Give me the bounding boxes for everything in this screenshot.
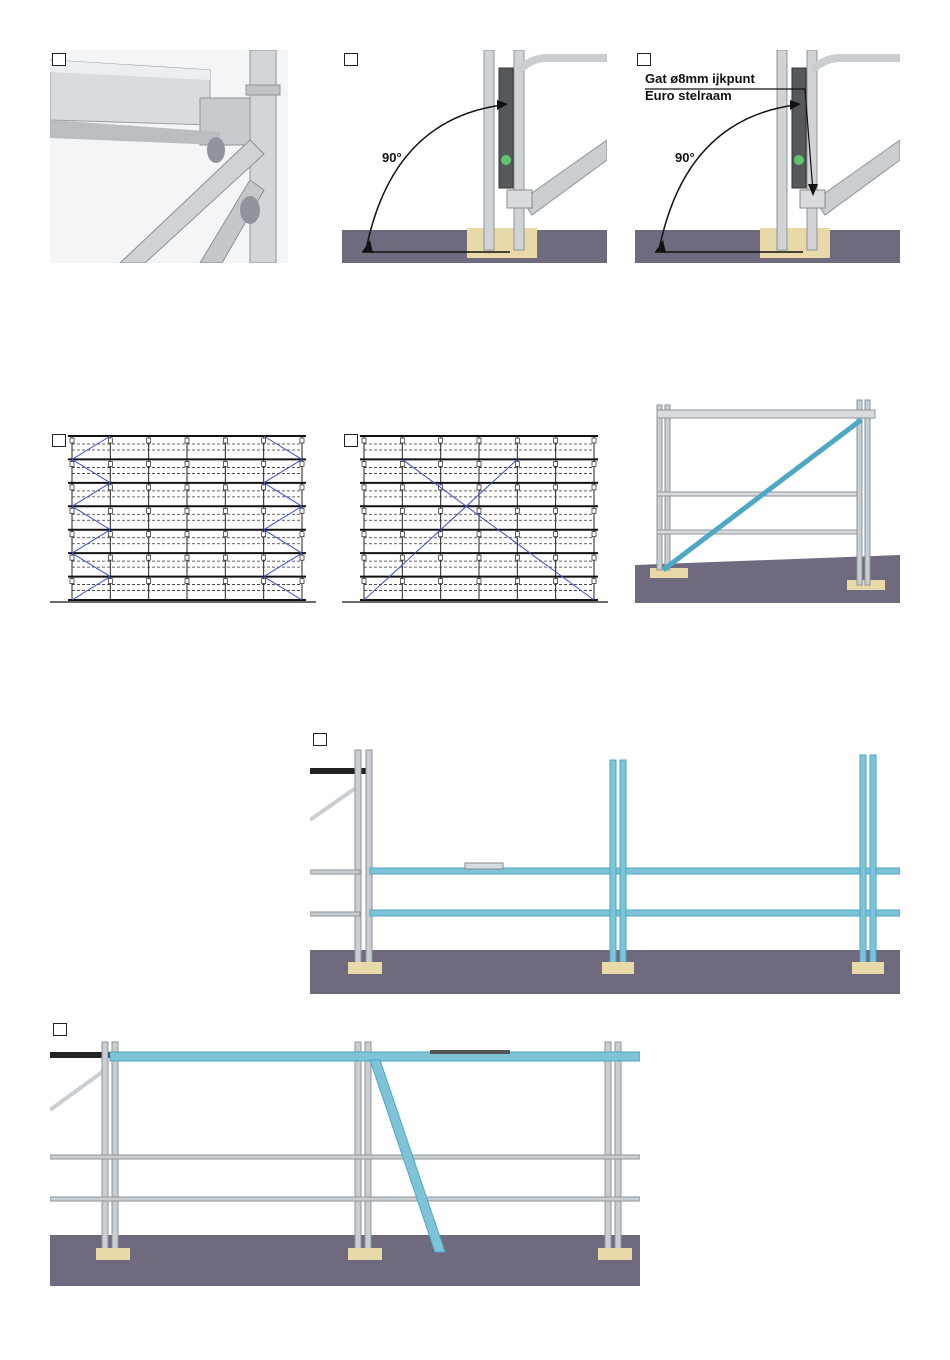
panel-marker xyxy=(313,733,327,746)
bracing-pattern-a-panel xyxy=(50,428,316,606)
level-check-panel: 90° xyxy=(342,50,607,263)
frame-with-diagonal-panel xyxy=(635,390,900,603)
panel-marker xyxy=(52,434,66,447)
callout-line-1: Gat ø8mm ijkpunt xyxy=(645,71,755,86)
panel-marker xyxy=(344,53,358,66)
callout-line-2: Euro stelraam xyxy=(645,88,732,103)
level-check-illustration: 90° xyxy=(342,50,607,263)
frames-with-ledgers-illustration xyxy=(310,730,900,994)
coupler-detail-illustration xyxy=(50,50,288,263)
spirit-level-icon xyxy=(501,155,511,165)
panel-marker xyxy=(52,53,66,66)
reference-hole-illustration: 90° Gat ø8mm ijkpunt Euro stelraam xyxy=(635,50,900,263)
panel-marker xyxy=(637,53,651,66)
angle-label: 90° xyxy=(675,150,695,165)
angle-label: 90° xyxy=(382,150,402,165)
panel-marker xyxy=(53,1023,67,1036)
bracing-pattern-b-panel xyxy=(342,428,608,606)
bracing-pattern-a-drawing xyxy=(50,428,316,606)
reference-hole-panel: 90° Gat ø8mm ijkpunt Euro stelraam xyxy=(635,50,900,263)
bracing-pattern-b-drawing xyxy=(342,428,608,606)
frame-with-diagonal-illustration xyxy=(635,390,900,603)
deck-and-diagonal-panel xyxy=(50,1020,640,1286)
frames-with-ledgers-panel xyxy=(310,730,900,994)
deck-and-diagonal-illustration xyxy=(50,1020,640,1286)
panel-marker xyxy=(344,434,358,447)
coupler-detail-panel xyxy=(50,50,288,263)
